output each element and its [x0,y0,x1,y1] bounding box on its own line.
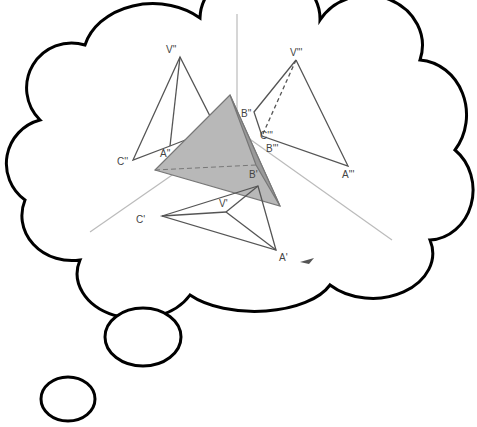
thought-bubble [105,308,181,366]
vertex-label: B''' [266,143,278,154]
cloud-outline [6,0,473,319]
vertex-label: V'' [166,44,177,55]
small-mark [300,258,314,264]
vertex-label: A'' [160,148,171,159]
vertex-label: C' [136,214,145,225]
vertex-label: B' [249,169,258,180]
solid-tetrahedron [155,95,280,206]
vertex-label: C''' [260,130,273,141]
vertex-label: B'' [241,108,252,119]
top-view [162,186,276,250]
vertex-label: A''' [342,169,354,180]
vertex-label: A' [279,252,288,263]
projection-axes [90,14,392,240]
vertex-label: C'' [117,156,128,167]
side-view [254,60,348,166]
thought-bubble [41,377,95,421]
vertex-label: V' [219,198,228,209]
vertex-label: V''' [290,47,302,58]
